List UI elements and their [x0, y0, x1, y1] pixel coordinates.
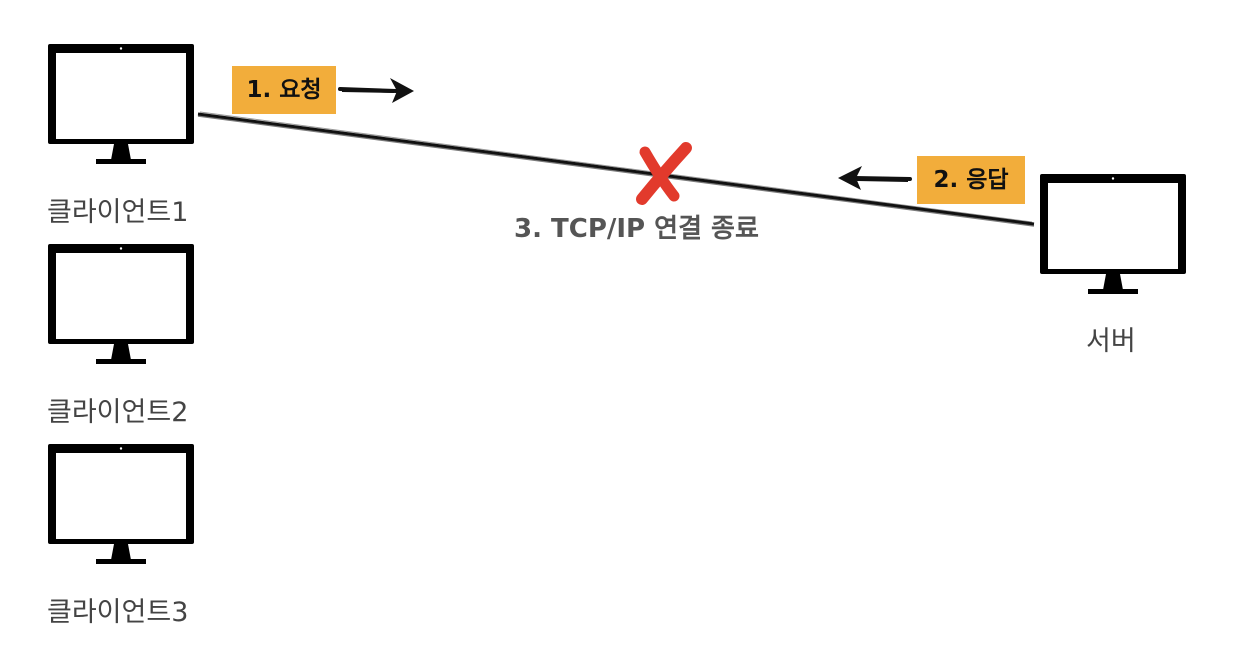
- response-arrow-icon: [838, 166, 912, 190]
- request-arrow-icon: [338, 78, 414, 103]
- server-label: 서버: [1086, 326, 1136, 357]
- disconnect-caption: 3. TCP/IP 연결 종료: [514, 214, 759, 244]
- red-x-icon: [636, 142, 692, 205]
- client-1-label: 클라이언트1: [47, 197, 189, 228]
- monitor-icon: [1040, 174, 1186, 294]
- monitor-icon: [48, 44, 194, 164]
- monitor-icon: [48, 444, 194, 564]
- request-badge: 1. 요청: [232, 66, 336, 114]
- client-3-label: 클라이언트3: [47, 597, 189, 628]
- tcp-connection-line: [197, 111, 1035, 227]
- monitor-icon: [48, 244, 194, 364]
- client-2-label: 클라이언트2: [47, 397, 189, 428]
- response-badge: 2. 응답: [917, 156, 1025, 204]
